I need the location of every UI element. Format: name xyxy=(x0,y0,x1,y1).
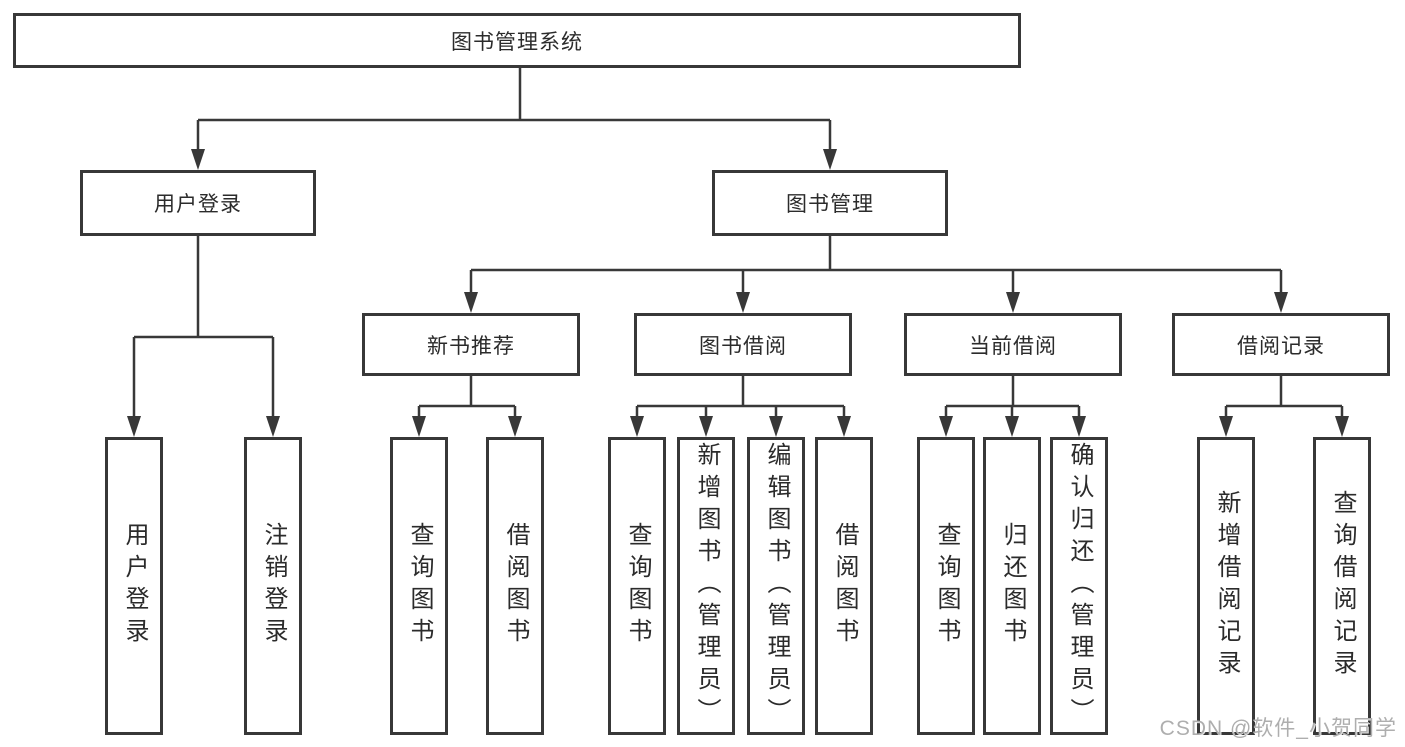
node-new-book-recommend: 新书推荐 xyxy=(362,313,580,376)
leaf-borrow-books-2: 借阅图书 xyxy=(815,437,873,735)
node-user-login: 用户登录 xyxy=(80,170,316,236)
node-book-management: 图书管理 xyxy=(712,170,948,236)
leaf-confirm-return-admin: 确认归还（管理员） xyxy=(1050,437,1108,735)
leaf-edit-book-admin: 编辑图书（管理员） xyxy=(747,437,805,735)
leaf-add-book-admin: 新增图书（管理员） xyxy=(677,437,735,735)
leaf-return-books: 归还图书 xyxy=(983,437,1041,735)
watermark: CSDN @软件_小贺同学 xyxy=(1159,717,1397,740)
arrowheads xyxy=(127,149,1349,437)
leaf-logout-login: 注销登录 xyxy=(244,437,302,735)
leaf-add-borrow-record: 新增借阅记录 xyxy=(1197,437,1255,735)
leaf-query-borrow-record: 查询借阅记录 xyxy=(1313,437,1371,735)
leaf-query-books-1: 查询图书 xyxy=(390,437,448,735)
node-current-borrow: 当前借阅 xyxy=(904,313,1122,376)
leaf-user-login: 用户登录 xyxy=(105,437,163,735)
node-borrow-records: 借阅记录 xyxy=(1172,313,1390,376)
node-root: 图书管理系统 xyxy=(13,13,1021,68)
node-book-borrow: 图书借阅 xyxy=(634,313,852,376)
leaf-borrow-books-1: 借阅图书 xyxy=(486,437,544,735)
leaf-query-books-2: 查询图书 xyxy=(608,437,666,735)
leaf-query-books-3: 查询图书 xyxy=(917,437,975,735)
